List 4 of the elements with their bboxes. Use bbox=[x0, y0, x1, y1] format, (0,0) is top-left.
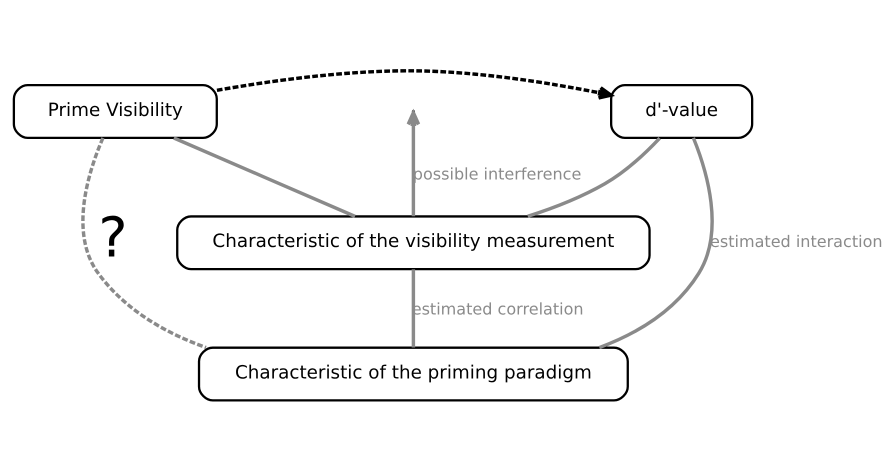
edge-label: possible interference bbox=[412, 164, 582, 183]
edge-label: estimated correlation bbox=[412, 299, 584, 318]
edge-label: estimated interaction bbox=[710, 232, 883, 251]
edge-label: ? bbox=[98, 204, 128, 269]
